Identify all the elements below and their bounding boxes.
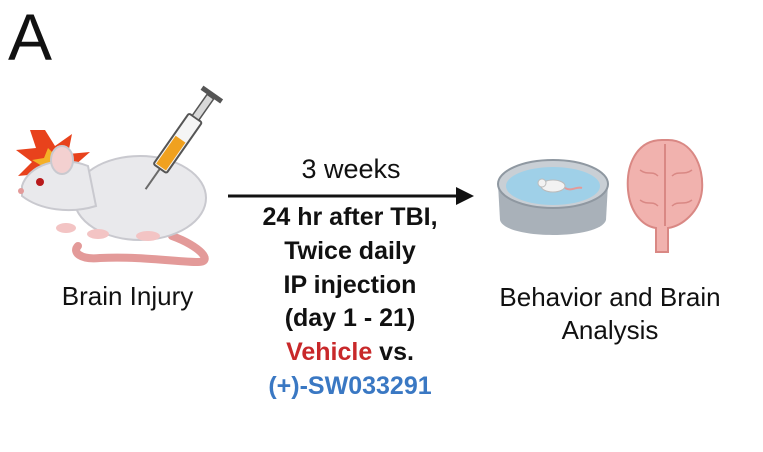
water-maze-dish-icon — [497, 159, 609, 235]
caption-line: Analysis — [561, 314, 659, 345]
protocol-line: IP injection — [283, 270, 417, 299]
vehicle-label: Vehicle — [286, 338, 373, 366]
protocol-line: 24 hr after TBI, — [262, 203, 438, 231]
syringe-icon — [144, 85, 224, 190]
protocol-line: Twice daily — [284, 236, 416, 265]
treatment-protocol: 24 hr after TBI, Twice daily IP injectio… — [225, 201, 475, 404]
brain-injury-caption: Brain Injury — [61, 281, 194, 311]
swimming-mouse-icon — [537, 178, 583, 193]
protocol-line: (day 1 - 21) — [284, 304, 416, 333]
brain-icon — [626, 139, 704, 253]
caption-line: Behavior and Brain — [499, 282, 721, 312]
duration-label: 3 weeks — [301, 154, 401, 184]
compound-label: (+)-SW033291 — [268, 371, 432, 400]
rat-icon — [18, 145, 209, 267]
panel-label: A — [8, 0, 53, 74]
comparison-line: Vehicle vs. — [225, 336, 475, 370]
arrow-right-icon — [228, 187, 474, 205]
behavior-analysis-caption: Behavior and Brain Analysis — [460, 281, 760, 346]
versus-label: vs. — [372, 338, 414, 366]
